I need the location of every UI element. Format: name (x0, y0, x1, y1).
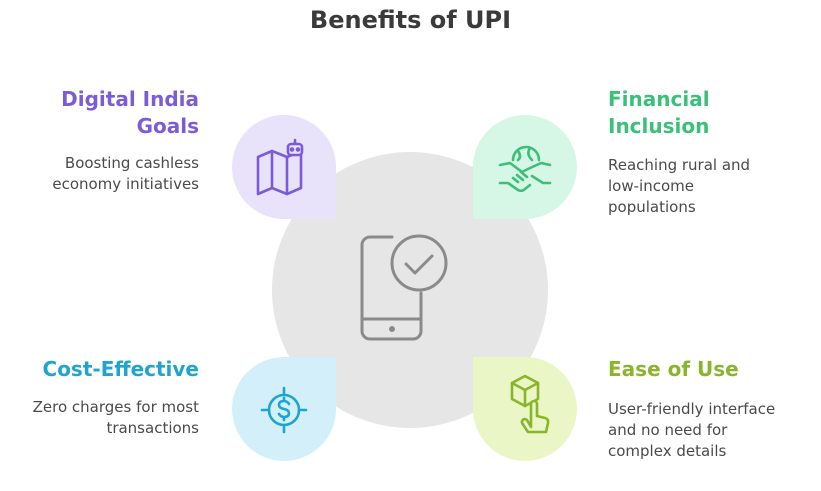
smartphone-check-icon (360, 234, 448, 341)
benefit-desc-cost-effective: Zero charges for most transactions (32, 398, 199, 437)
benefit-heading-ease-of-use: Ease of Use (608, 357, 739, 381)
benefit-shape-financial-inclusion (473, 115, 577, 219)
page-title: Benefits of UPI (309, 6, 512, 34)
benefit-shape-ease-of-use (473, 357, 577, 461)
box-tap-icon (510, 374, 550, 434)
dollar-target-icon (260, 386, 308, 434)
benefit-desc-digital-india: Boosting cashless economy initiatives (52, 154, 199, 193)
benefit-heading-cost-effective: Cost-Effective (42, 357, 199, 381)
benefit-shape-digital-india (232, 115, 336, 219)
benefit-heading-digital-india: Digital India Goals (61, 87, 199, 138)
benefit-desc-financial-inclusion: Reaching rural and low-income population… (608, 156, 751, 216)
map-robot-icon (256, 138, 304, 196)
globe-handshake-icon (498, 145, 552, 193)
benefit-heading-financial-inclusion: Financial Inclusion (608, 87, 710, 138)
benefit-desc-ease-of-use: User-friendly interface and no need for … (608, 400, 776, 460)
